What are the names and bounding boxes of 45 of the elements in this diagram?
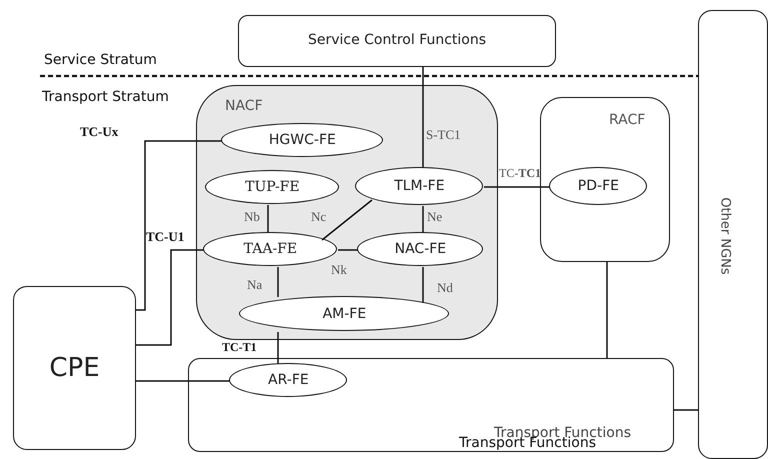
- node-label: AR-FE: [267, 372, 310, 388]
- function-box: [238, 15, 556, 67]
- connector-line: [136, 140, 222, 311]
- function-box: [196, 85, 498, 340]
- node-label: PD-FE: [576, 178, 620, 194]
- connector-line: [277, 267, 279, 297]
- function-box: [540, 97, 670, 262]
- connector-line: [267, 205, 269, 233]
- edge-label: Nk: [331, 263, 347, 278]
- connector-line: [136, 380, 230, 382]
- edge-label: S-TC1: [426, 128, 461, 142]
- edge-label: Nd: [437, 281, 453, 296]
- connector-line: [484, 186, 550, 188]
- connector-line: [422, 206, 424, 233]
- node-label: NAC-FE: [394, 241, 448, 258]
- function-box: [188, 358, 674, 452]
- edge-label: TC-Ux: [80, 125, 118, 140]
- node-label: TUP-FE: [244, 179, 301, 196]
- group-title: RACF: [609, 112, 646, 128]
- edge-label: Nc: [311, 210, 326, 224]
- connector-line: [338, 249, 358, 251]
- node-label: Service Control Functions: [306, 32, 488, 48]
- stratum-label: Service Stratum: [44, 52, 157, 68]
- edge-label: Nb: [244, 210, 260, 224]
- node-label: CPE: [48, 353, 101, 383]
- node-label: TLM-FE: [393, 178, 446, 194]
- connector-line: [606, 262, 608, 358]
- edge-label: TC-U1: [146, 230, 184, 244]
- connector-line: [136, 249, 204, 346]
- function-box: [13, 286, 136, 450]
- connector-line: [674, 409, 698, 411]
- node-label: AM-FE: [322, 306, 368, 322]
- edge-label: Ne: [427, 210, 442, 224]
- node-label: HGWC-FE: [268, 132, 337, 148]
- edge-label: Na: [247, 278, 262, 292]
- connector-line: [277, 332, 279, 364]
- node-label: TAA-FE: [242, 241, 298, 258]
- edge-label: TC-T1: [222, 341, 257, 354]
- group-title: NACF: [225, 98, 263, 114]
- side-panel: [698, 10, 768, 459]
- stratum-label: Transport Stratum: [42, 89, 169, 105]
- connector-line: [422, 67, 424, 168]
- connector-line: [422, 267, 424, 303]
- node-label: Other NGNs: [718, 197, 732, 275]
- connector-line: [322, 199, 372, 241]
